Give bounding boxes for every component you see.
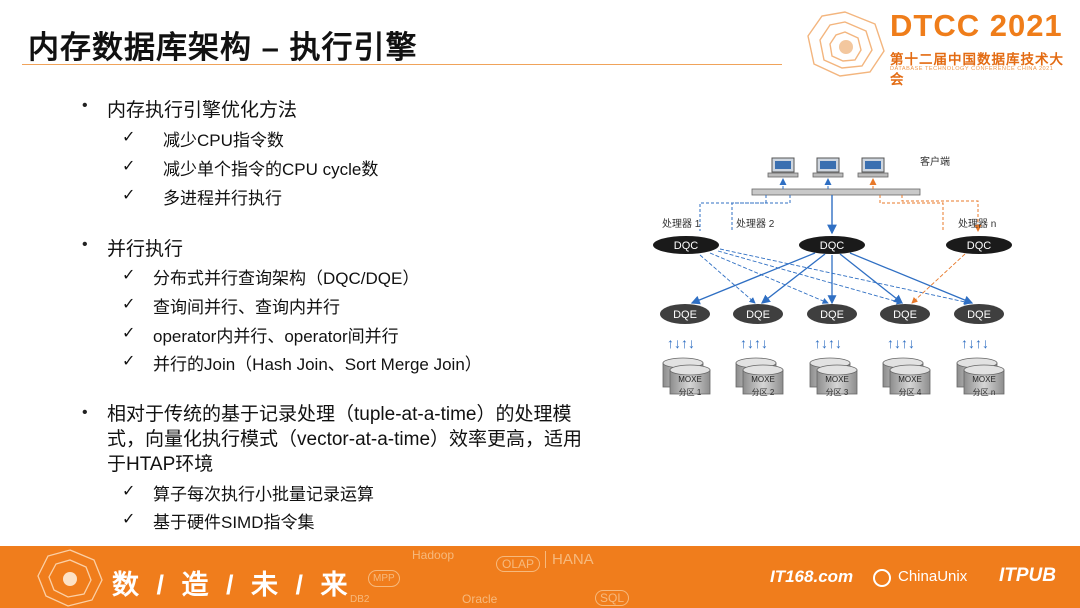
client-computer-icon [812,157,844,178]
logo-subtitle: 第十二届中国数据库技术大会 [890,52,1064,87]
watermark-text: SQL [595,590,630,606]
svg-text:MOXE: MOXE [972,375,996,384]
sponsor-logo-itpub: ITPUB [999,565,1056,586]
list-item: 基于硬件SIMD指令集 [153,513,315,532]
page-title: 内存数据库架构 – 执行引擎 [28,30,418,65]
svg-text:分区 n: 分区 n [973,388,996,397]
bullet-dot: • [82,97,88,114]
logo-title: DTCC 2021 [890,8,1063,43]
sponsor-logo-chinaunix: ChinaUnix [898,568,968,585]
watermark-text: DB2 [350,594,370,605]
svg-text:分区 4: 分区 4 [899,388,922,397]
emblem-icon [37,549,103,607]
footer-slogan: 数 / 造 / 未 / 来 [112,570,353,600]
processor-label: 处理器 2 [736,218,775,230]
section-heading-parallel: 并行执行 [107,239,184,260]
bullet-dot: • [82,236,88,253]
client-label: 客户端 [920,155,950,168]
client-computer-icon [857,157,889,178]
check-icon: ✓ [122,267,136,284]
svg-text:↑↓↑↓: ↑↓↑↓ [667,335,695,351]
footer-banner: 数 / 造 / 未 / 来 Hadoop OLAP HANA MPP Oracl… [0,546,1080,608]
watermark-text: HANA [545,551,594,568]
svg-text:DQE: DQE [673,309,697,321]
svg-text:DQE: DQE [967,309,991,321]
dtcc-logo: DTCC 2021 第十二届中国数据库技术大会 DATABASE TECHNOL… [800,6,1075,87]
title-divider [22,64,782,65]
svg-text:↑↓↑↓: ↑↓↑↓ [887,335,915,351]
dqe-node: DQE [660,304,710,324]
check-icon: ✓ [122,158,136,175]
storage-cylinder: MOXE 分区 1 [662,357,711,397]
storage-cylinder: MOXE 分区 4 [882,357,931,397]
processor-label: 处理器 1 [662,218,701,230]
logo-english: DATABASE TECHNOLOGY CONFERENCE CHINA 202… [890,66,1054,72]
list-item: 算子每次执行小批量记录运算 [153,485,374,504]
storage-cylinder: MOXE 分区 2 [735,357,784,397]
section-heading-optimization: 内存执行引擎优化方法 [107,100,298,121]
client-computer-icon [767,157,799,178]
watermark-text: MPP [368,570,400,587]
slide-content: • 内存执行引擎优化方法 ✓ 减少CPU指令数 ✓ 减少单个指令的CPU cyc… [82,97,583,532]
svg-text:MOXE: MOXE [751,375,775,384]
check-icon: ✓ [122,353,136,370]
dqe-node: DQE [807,304,857,324]
list-item: 减少CPU指令数 [163,131,284,150]
list-item: 并行的Join（Hash Join、Sort Merge Join） [153,355,482,374]
svg-text:DQE: DQE [893,309,917,321]
svg-text:DQC: DQC [674,240,699,252]
bullet-dot: • [82,404,88,421]
list-item: 减少单个指令的CPU cycle数 [163,160,379,179]
check-icon: ✓ [122,511,136,528]
watermark-text: Oracle [462,592,498,606]
svg-text:分区 1: 分区 1 [679,388,702,397]
vectorized-paragraph: 相对于传统的基于记录处理（tuple-at-a-time）的处理模式，向量化执行… [107,404,583,475]
storage-cylinder: MOXE 分区 3 [809,357,858,397]
svg-text:分区 3: 分区 3 [826,388,849,397]
dqc-node: DQC [946,236,1012,254]
list-item: operator内并行、operator间并行 [153,327,399,346]
chinaunix-icon [873,569,891,587]
dqc-node: DQC [653,236,719,254]
dqe-node: DQE [954,304,1004,324]
svg-text:DQE: DQE [820,309,844,321]
dqc-node: DQC [799,236,865,254]
processor-label: 处理器 n [958,218,996,230]
architecture-diagram: 客户端 处理器 1 处理器 2 处理器 n DQC DQC DQC [653,155,1012,397]
io-arrows: ↑↓↑↓ ↑↓↑↓ ↑↓↑↓ ↑↓↑↓ ↑↓↑↓ [667,335,989,351]
dqe-node: DQE [880,304,930,324]
check-icon: ✓ [122,325,136,342]
svg-text:DQC: DQC [967,240,992,252]
list-item: 分布式并行查询架构（DQC/DQE） [153,269,420,288]
svg-text:MOXE: MOXE [825,375,849,384]
svg-text:分区 2: 分区 2 [752,388,775,397]
sponsor-logo-it168: IT168.com [770,567,854,586]
svg-text:↑↓↑↓: ↑↓↑↓ [814,335,842,351]
dqe-node: DQE [733,304,783,324]
list-item: 多进程并行执行 [163,189,282,208]
svg-text:MOXE: MOXE [898,375,922,384]
watermark-text: OLAP [496,556,541,572]
check-icon: ✓ [122,129,136,146]
storage-cylinder: MOXE 分区 n [956,357,1005,397]
svg-text:↑↓↑↓: ↑↓↑↓ [740,335,768,351]
network-bus [751,188,921,196]
dqc-dqe-links [690,248,974,305]
check-icon: ✓ [122,296,136,313]
check-icon: ✓ [122,187,136,204]
dtcc-emblem-icon [807,11,885,77]
svg-text:↑↓↑↓: ↑↓↑↓ [961,335,989,351]
watermark-text: Hadoop [412,548,455,562]
svg-text:DQC: DQC [820,240,845,252]
svg-text:MOXE: MOXE [678,375,702,384]
check-icon: ✓ [122,483,136,500]
svg-text:DQE: DQE [746,309,770,321]
list-item: 查询间并行、查询内并行 [153,298,340,317]
